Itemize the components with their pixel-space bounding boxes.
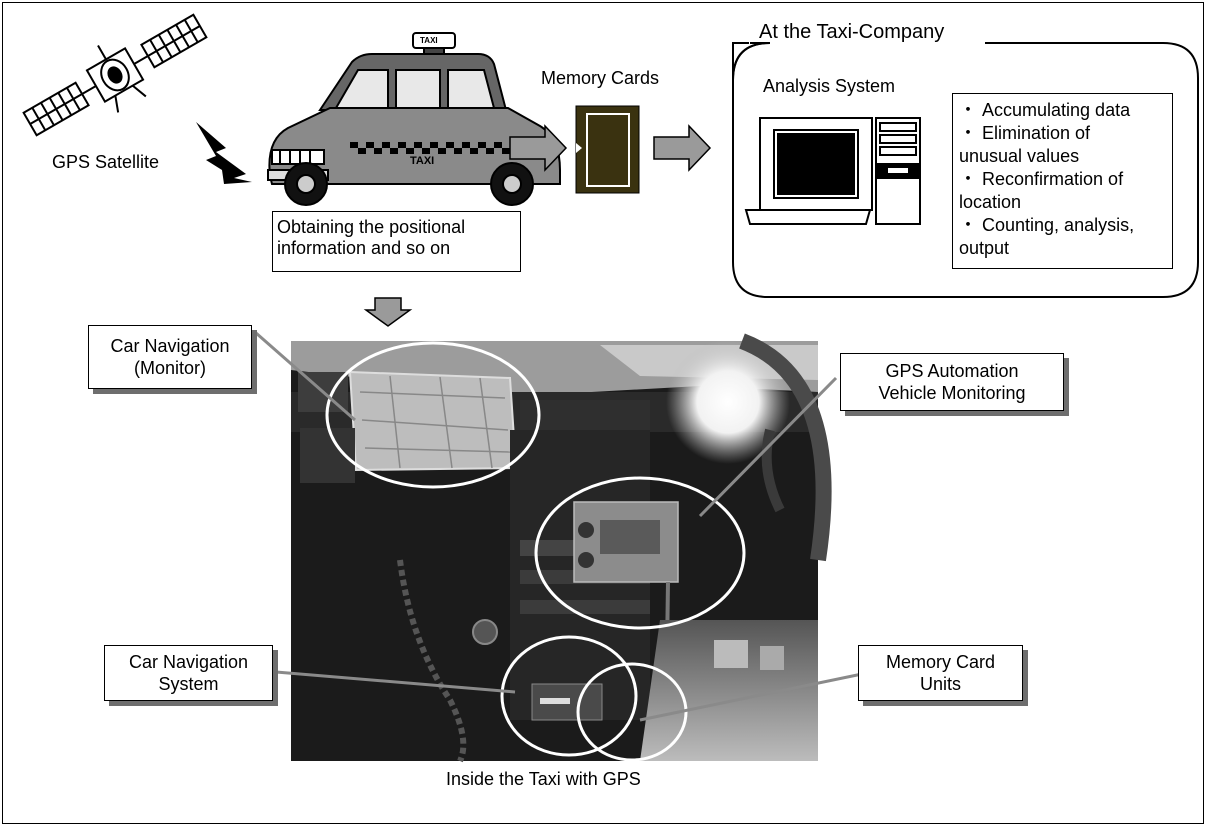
satellite-label: GPS Satellite [52,152,160,172]
arrow-card-to-company [653,124,712,172]
photo-caption: Inside the Taxi with GPS [446,769,641,789]
callout-line: Car Navigation [110,336,230,356]
callout-memory-card-units: Memory Card Units [858,645,1023,701]
taxi-interior-photo [291,333,832,763]
signal-bolt-icon [196,122,252,184]
callout-line: GPS Automation [885,361,1019,381]
obtaining-info-box: Obtaining the positional information and… [272,211,521,272]
satellite-icon [22,13,208,137]
callout-car-navigation-system: Car Navigation System [104,645,273,701]
callout-car-navigation-monitor: Car Navigation (Monitor) [88,325,252,389]
taxi-icon [267,32,561,206]
memory-card-icon [575,105,640,194]
taxi-door-sign: TAXI [410,155,435,167]
analysis-step: location [959,192,1022,212]
arrow-down-to-photo [363,297,413,327]
analysis-steps-box: ・ Accumulating data ・ Elimination of unu… [952,93,1173,269]
callout-line: (Monitor) [133,358,206,378]
analysis-steps-list: ・ Accumulating data ・ Elimination of unu… [959,99,1172,260]
callout-line: System [158,674,219,694]
analysis-step: ・ Accumulating data [959,100,1131,120]
callout-leader-lines [255,331,863,722]
taxi-roof-sign: TAXI [420,36,438,45]
computer-icon [744,117,921,225]
obtaining-line-1: Obtaining the positional [277,217,466,237]
callout-line: Memory Card [885,652,996,672]
analysis-step: ・ Reconfirmation of [959,169,1124,189]
callout-line: Vehicle Monitoring [878,383,1026,403]
analysis-system-label: Analysis System [763,76,896,96]
arrow-taxi-to-card [509,124,568,172]
analysis-step: output [959,238,1010,258]
analysis-step: ・ Elimination of [959,123,1091,143]
memory-cards-label: Memory Cards [541,68,660,88]
company-title: At the Taxi-Company [759,21,945,43]
analysis-step: ・ Counting, analysis, [959,215,1135,235]
analysis-step: unusual values [959,146,1080,166]
callout-line: Units [919,674,961,694]
obtaining-line-2: information and so on [277,238,451,258]
callout-line: Car Navigation [128,652,249,672]
callout-gps-avm: GPS Automation Vehicle Monitoring [840,353,1064,411]
